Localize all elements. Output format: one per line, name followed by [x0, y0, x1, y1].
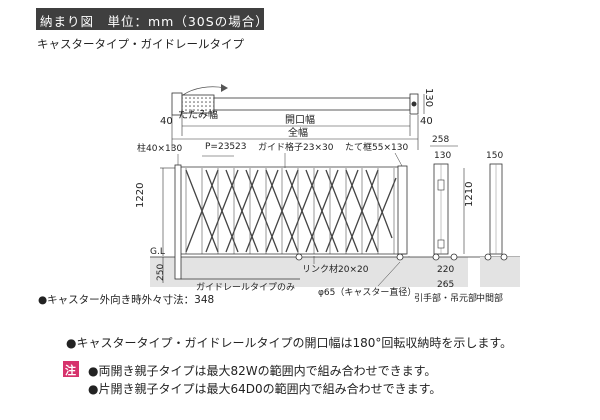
post-label: 柱40×130	[137, 142, 182, 154]
plan-view: たたみ幅 130 40 40 開口幅 全幅	[160, 84, 434, 150]
gl-label: G.L	[150, 247, 165, 257]
right-wheel	[396, 253, 404, 261]
dim-220: 220	[437, 265, 454, 275]
dim-258: 258	[432, 135, 449, 145]
pitch-23: 23	[235, 142, 246, 152]
dim-1220: 1220	[135, 183, 146, 208]
fold-label: たたみ幅	[178, 108, 218, 121]
plan-depth-130: 130	[423, 88, 434, 107]
page-subtitle: キャスタータイプ・ガイドレールタイプ	[37, 37, 244, 51]
ground-fill	[150, 257, 410, 287]
elev-right-frame	[397, 165, 408, 255]
dim-150: 150	[486, 151, 503, 161]
note-line-2: ●片開き親子タイプは最大64D0の範囲内で組み合わせできます。	[88, 382, 442, 396]
elev-left-post	[174, 164, 182, 280]
dim-side-130: 130	[434, 151, 451, 161]
caster-label: φ65（キャスター直径）	[318, 286, 416, 298]
title-bar	[36, 8, 264, 30]
side-view-pull: 258 130 1210 220 265 引手部・吊元部	[408, 135, 520, 304]
lattice-verticals	[185, 168, 395, 254]
front-elevation: G.L 1220 250 柱4	[135, 141, 416, 298]
dim-265: 265	[437, 280, 454, 290]
grid-label: ガイド格子23×30	[258, 141, 334, 153]
chu-badge	[63, 361, 79, 377]
pull-label: 引手部・吊元部	[414, 292, 477, 304]
fold-arrow	[221, 84, 228, 92]
caster-note: ●キャスター外向き時外々寸法：348	[38, 294, 215, 306]
page-title: 納まり図 単位：mm（30Sの場合）	[40, 14, 269, 29]
chu-label: 注	[65, 364, 76, 377]
frame-label: たて框55×130	[345, 141, 408, 153]
dim-1210: 1210	[464, 182, 475, 207]
rail-label: ガイドレールタイプのみ	[196, 282, 295, 293]
total-label: 全幅	[288, 126, 308, 139]
plan-right-knob	[411, 101, 417, 107]
pitch-label: P=235	[205, 142, 235, 152]
center-wheel	[295, 253, 303, 261]
dim-left-40: 40	[160, 116, 173, 127]
middle-label: 中間部	[476, 292, 503, 304]
note-line-1: ●両開き親子タイプは最大82Wの範囲内で組み合わせできます。	[88, 364, 437, 378]
fold-arc	[182, 86, 226, 96]
lattice	[185, 169, 397, 253]
dim-right-40: 40	[420, 116, 433, 127]
plan-gate-bar	[213, 97, 411, 111]
opening-label: 開口幅	[285, 113, 315, 126]
dim-250: 250	[156, 264, 166, 281]
note-main: ●キャスタータイプ・ガイドレールタイプの開口幅は180°回転収納時を示します。	[66, 336, 513, 350]
link-label: リンク材20×20	[302, 263, 369, 275]
side-view-middle: 150 中間部	[476, 151, 520, 304]
